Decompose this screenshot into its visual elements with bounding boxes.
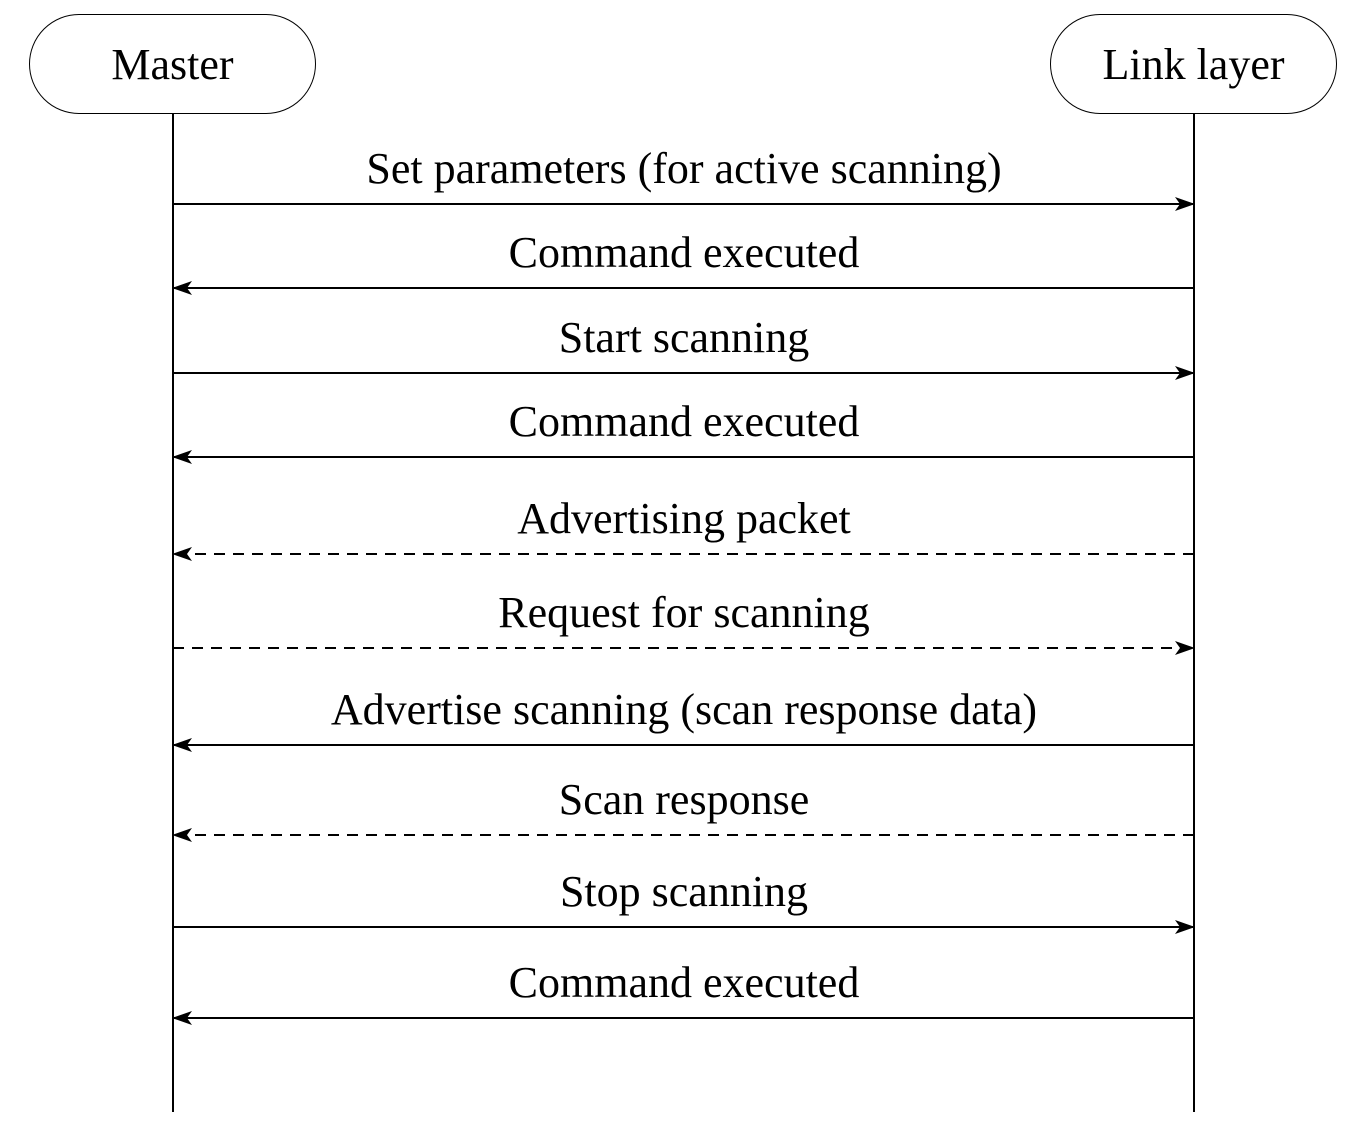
participant-master-label: Master xyxy=(111,39,234,89)
message-label-8: Scan response xyxy=(558,775,810,824)
message-arrows xyxy=(172,197,1195,1025)
message-label-6: Request for scanning xyxy=(498,588,870,637)
message-label-9: Stop scanning xyxy=(559,867,809,916)
message-label-4: Command executed xyxy=(508,397,860,446)
participant-master: Master xyxy=(29,14,316,114)
message-label-5: Advertising packet xyxy=(517,494,851,543)
message-label-1: Set parameters (for active scanning) xyxy=(366,144,1002,193)
participant-link-layer-label: Link layer xyxy=(1102,39,1285,89)
message-label-2: Command executed xyxy=(508,228,860,277)
participant-link-layer: Link layer xyxy=(1050,14,1337,114)
message-label-10: Command executed xyxy=(508,958,860,1007)
message-label-3: Start scanning xyxy=(558,313,810,362)
message-label-7: Advertise scanning (scan response data) xyxy=(330,685,1038,734)
